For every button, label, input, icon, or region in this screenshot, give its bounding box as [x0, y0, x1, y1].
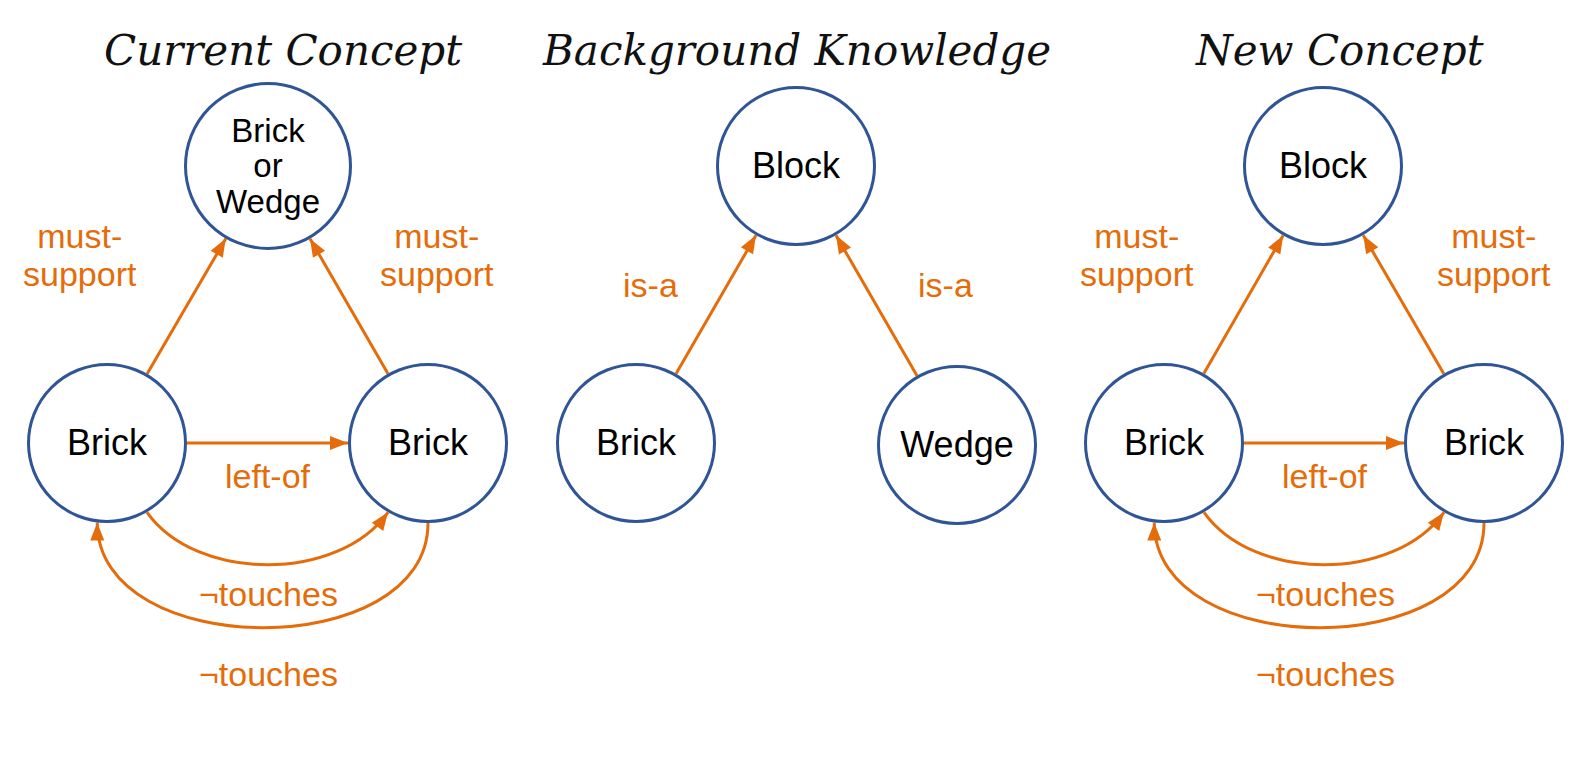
- relation-label: must- support: [377, 217, 496, 293]
- arrow-head: [1386, 436, 1404, 450]
- relation-arrow: [1204, 235, 1283, 373]
- concept-circle: Block: [716, 86, 876, 246]
- relation-arrow: [1147, 522, 1484, 627]
- arrow-head: [372, 512, 388, 531]
- section-title: New Concept: [1196, 26, 1484, 75]
- arrow-head: [211, 239, 226, 258]
- relation-label: ¬touches: [1253, 655, 1398, 693]
- arrow-head: [1428, 512, 1444, 531]
- relation-label: must- support: [1077, 217, 1196, 293]
- node-label: Brick: [596, 424, 676, 463]
- relation-arrow: [1244, 436, 1404, 450]
- arrow-line: [1363, 235, 1444, 374]
- arrow-line: [1204, 512, 1444, 565]
- relation-arrow: [836, 235, 917, 375]
- concept-circle: Brick: [556, 363, 716, 523]
- arrow-head: [1147, 522, 1161, 540]
- relation-label: ¬touches: [1253, 575, 1398, 613]
- arrow-line: [97, 522, 428, 627]
- arrow-head: [836, 235, 851, 254]
- section-title: Current Concept: [104, 26, 462, 75]
- concept-circle: Brick: [1084, 363, 1244, 523]
- concept-circle: Brick: [348, 363, 508, 523]
- arrow-line: [147, 239, 226, 374]
- relation-label: ¬touches: [196, 575, 341, 613]
- concept-circle: Wedge: [877, 365, 1037, 525]
- relation-arrow: [90, 522, 428, 627]
- node-label: Block: [752, 147, 840, 186]
- relation-label: left-of: [1279, 457, 1370, 495]
- concept-circle: Brick: [1404, 363, 1564, 523]
- concept-circle: Block: [1243, 86, 1403, 246]
- relation-label: must- support: [20, 217, 139, 293]
- node-label: Brick: [1124, 424, 1204, 463]
- arrow-head: [330, 436, 348, 450]
- relation-arrow: [1204, 512, 1444, 565]
- arrow-line: [676, 235, 756, 373]
- concept-circle: Brick: [27, 363, 187, 523]
- node-label: Brick: [1444, 424, 1524, 463]
- arrow-line: [1204, 235, 1283, 373]
- section-title: Background Knowledge: [543, 26, 1051, 75]
- arrow-head: [741, 235, 756, 254]
- arrow-head: [1268, 235, 1283, 254]
- arrow-line: [187, 442, 348, 445]
- node-label: Wedge: [900, 426, 1013, 465]
- relation-arrow: [147, 239, 226, 374]
- relation-label: ¬touches: [196, 655, 341, 693]
- node-label: Brick: [67, 424, 147, 463]
- concept-circle: Brick or Wedge: [184, 82, 352, 250]
- relation-arrow: [147, 512, 388, 565]
- relation-label: is-a: [620, 266, 681, 304]
- arrow-line: [1154, 522, 1484, 627]
- relation-arrow: [1363, 235, 1444, 374]
- arrow-line: [147, 512, 388, 565]
- relation-arrow: [187, 436, 348, 450]
- node-label: Brick or Wedge: [216, 113, 320, 220]
- node-label: Brick: [388, 424, 468, 463]
- relation-label: is-a: [915, 266, 976, 304]
- arrow-line: [1244, 442, 1404, 445]
- relation-arrow: [676, 235, 756, 373]
- node-label: Block: [1279, 147, 1367, 186]
- relation-label: must- support: [1434, 217, 1553, 293]
- arrow-line: [836, 235, 917, 375]
- relation-label: left-of: [222, 457, 313, 495]
- arrow-head: [310, 239, 325, 258]
- arrow-head: [90, 522, 104, 540]
- arrow-head: [1363, 235, 1378, 254]
